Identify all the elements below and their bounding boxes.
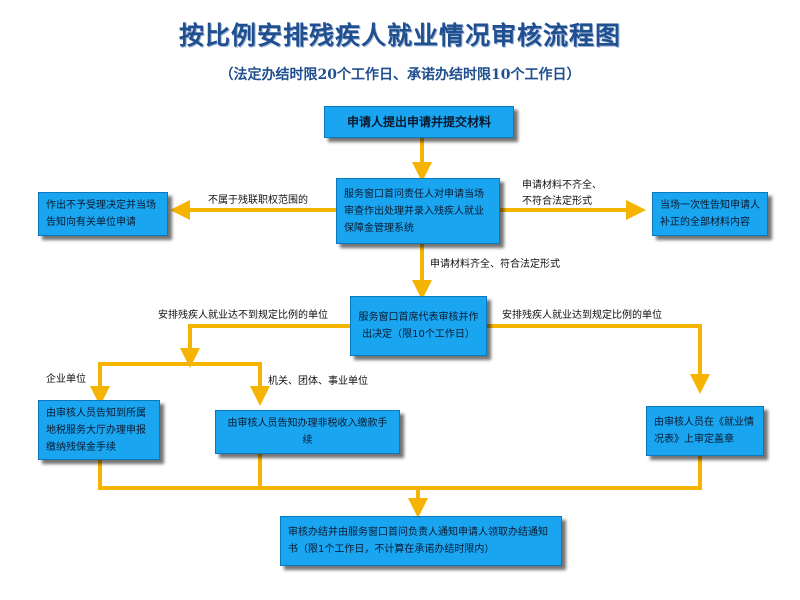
page-title: 按比例安排残疾人就业情况审核流程图 [178, 21, 621, 50]
arrow-decision-to-meets-ratio [487, 324, 710, 394]
label-below-ratio: 安排残疾人就业达不到规定比例的单位 [158, 310, 328, 321]
intake-node: 服务窗口首问责任人对申请当场审查作出处理并录入残疾人就业保障金管理系统 [336, 178, 500, 244]
decision-node: 服务窗口首席代表审核并作出决定（限10个工作日） [350, 296, 487, 356]
reject-node-text: 作出不予受理决定并当场告知向有关单位申请 [46, 200, 156, 228]
label-meets-ratio: 安排残疾人就业达到规定比例的单位 [502, 310, 662, 321]
stamp-node: 由审核人员在《就业情况表》上审定盖章 [646, 406, 764, 456]
stamp-node-text: 由审核人员在《就业情况表》上审定盖章 [654, 417, 754, 445]
end-node-text: 审核办结并由服务窗口首问负责人通知申请人领取办结通知书（限1个工作日，不计算在承… [288, 527, 548, 555]
arrow-to-enterprise [90, 362, 190, 406]
end-node: 审核办结并由服务窗口首问负责人通知申请人领取办结通知书（限1个工作日，不计算在承… [280, 516, 562, 566]
start-node-text: 申请人提出申请并提交材料 [346, 114, 491, 129]
label-incomplete-line2: 不符合法定形式 [522, 196, 592, 207]
enterprise-node-text: 由审核人员告知到所属地税服务大厅办理申报缴纳残保金手续 [46, 407, 146, 453]
institution-node-text: 由审核人员告知办理非税收入缴款手续 [227, 418, 388, 446]
label-incomplete-line1: 申请材料不齐全、 [522, 180, 602, 191]
label-institution-unit: 机关、团体、事业单位 [268, 376, 368, 387]
start-node: 申请人提出申请并提交材料 [324, 106, 514, 138]
enterprise-node: 由审核人员告知到所属地税服务大厅办理申报缴纳残保金手续 [38, 400, 160, 460]
label-enterprise-unit: 企业单位 [46, 374, 86, 385]
label-not-in-scope: 不属于残联职权范围的 [208, 195, 308, 206]
arrow-decision-to-below-ratio [180, 324, 350, 368]
supplement-node: 当场一次性告知申请人补正的全部材料内容 [652, 192, 768, 236]
arrow-to-institution [190, 362, 270, 406]
institution-node: 由审核人员告知办理非税收入缴款手续 [215, 410, 400, 454]
decision-node-text: 服务窗口首席代表审核并作出决定（限10个工作日） [358, 312, 479, 340]
intake-node-text: 服务窗口首问责任人对申请当场审查作出处理并录入残疾人就业保障金管理系统 [344, 188, 484, 234]
label-complete: 申请材料齐全、符合法定形式 [430, 259, 560, 270]
supplement-node-text: 当场一次性告知申请人补正的全部材料内容 [660, 200, 760, 228]
page-subtitle: （法定办结时限20个工作日、承诺办结时限10个工作日） [219, 67, 581, 83]
reject-node: 作出不予受理决定并当场告知向有关单位申请 [38, 192, 168, 236]
